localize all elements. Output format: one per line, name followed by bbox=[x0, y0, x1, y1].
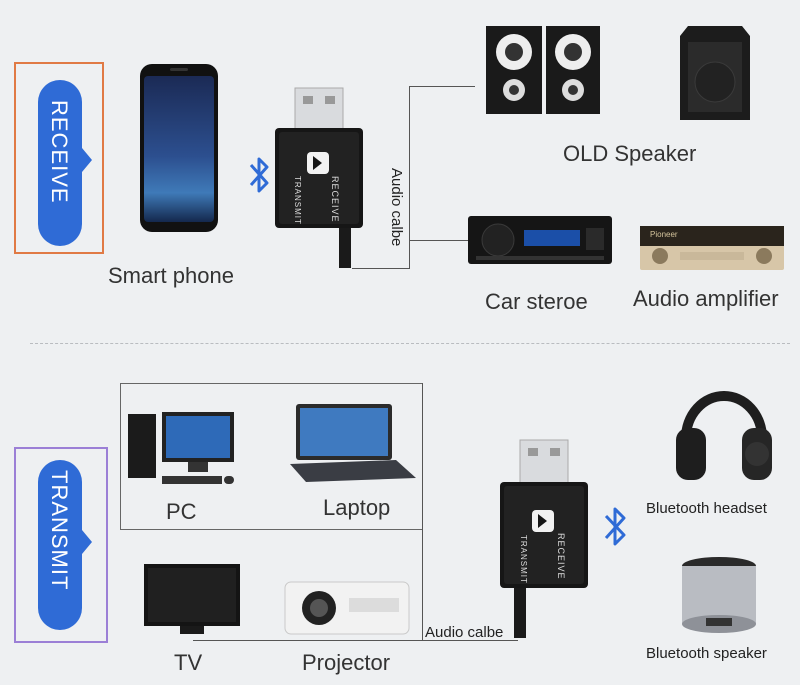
tv-label: TV bbox=[174, 650, 203, 675]
audio-cable-label: Audio calbe bbox=[388, 168, 405, 247]
audio-amplifier-label: Audio amplifier bbox=[633, 286, 779, 311]
laptop-label: Laptop bbox=[323, 495, 391, 520]
pc-label: PC bbox=[166, 499, 197, 524]
bluetooth-adapter-image bbox=[275, 87, 363, 268]
pc-image bbox=[128, 412, 234, 484]
bluetooth-icon-2 bbox=[604, 507, 626, 546]
old-speaker-label: OLD Speaker bbox=[563, 141, 697, 166]
bluetooth-speaker-image bbox=[682, 557, 756, 633]
projector-label: Projector bbox=[302, 650, 391, 675]
adapter-transmit-text: TRANSMIT bbox=[293, 176, 302, 225]
amplifier-brand-label: Pioneer bbox=[650, 230, 678, 239]
receive-badge bbox=[38, 80, 92, 246]
bluetooth-adapter-image-2 bbox=[500, 439, 588, 638]
bluetooth-headset-image bbox=[676, 391, 772, 480]
transmit-frame bbox=[14, 447, 108, 643]
laptop-image bbox=[290, 404, 416, 482]
pa-speaker-image bbox=[680, 26, 750, 120]
bluetooth-icon bbox=[249, 157, 269, 193]
smart-phone-image bbox=[140, 64, 218, 232]
transmit-mode-label: TRANSMIT bbox=[47, 470, 72, 591]
adapter2-receive-text: RECEIVE bbox=[556, 533, 566, 580]
bluetooth-headset-label: Bluetooth headset bbox=[646, 500, 767, 517]
smart-phone-label: Smart phone bbox=[108, 263, 234, 288]
transmit-badge bbox=[38, 460, 92, 630]
car-stereo-label: Car steroe bbox=[485, 289, 588, 314]
old-speaker-image bbox=[486, 26, 600, 114]
car-stereo-image bbox=[468, 216, 612, 264]
bluetooth-speaker-label: Bluetooth speaker bbox=[646, 645, 767, 662]
tv-image bbox=[144, 564, 240, 634]
transmit-audio-cable-label: Audio calbe bbox=[425, 624, 504, 641]
adapter-receive-text: RECEIVE bbox=[330, 176, 340, 223]
receive-mode-label: RECEIVE bbox=[47, 100, 72, 204]
adapter2-transmit-text: TRANSMIT bbox=[519, 535, 528, 584]
section-divider bbox=[30, 343, 790, 344]
projector-image bbox=[284, 581, 410, 635]
receive-frame bbox=[14, 62, 104, 254]
audio-amplifier-image bbox=[640, 226, 784, 270]
